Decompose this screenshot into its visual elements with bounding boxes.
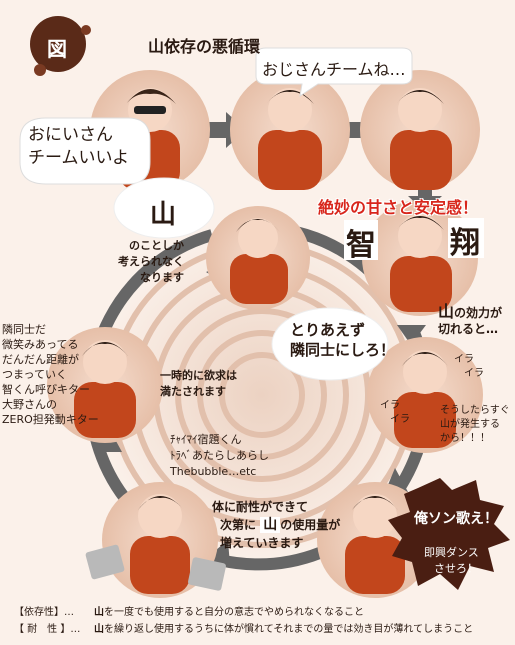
footer-row: 【依存性】… 山を一度でも使用すると自分の意志でやめられなくなること bbox=[14, 604, 473, 621]
ira-label: イラ bbox=[454, 354, 474, 365]
ira-label: イラ bbox=[390, 414, 410, 425]
cause-text: そうしたらすぐ 山が発生する から！！！ bbox=[440, 404, 510, 446]
burst-shape bbox=[388, 478, 510, 590]
cloud-caption: のことしか 考えられなく なります bbox=[96, 238, 184, 286]
person-center bbox=[206, 206, 310, 310]
stamp-right-box bbox=[448, 218, 484, 258]
page-title: 山依存の悪循環 bbox=[148, 33, 260, 57]
footer-definitions: 【依存性】… 山を一度でも使用すると自分の意志でやめられなくなること 【 耐 性 … bbox=[14, 604, 473, 638]
bubble-left-shape bbox=[19, 117, 151, 185]
burst-line-3: させろ！ bbox=[434, 562, 478, 575]
wears-off-line: 切れると… bbox=[438, 322, 499, 336]
cloud-caption-line: 考えられなく bbox=[118, 255, 184, 268]
neighbor-bubble-shape bbox=[271, 307, 389, 381]
tolerance-line: 体に耐性ができて bbox=[212, 500, 309, 514]
tolerance-line: 次第に bbox=[220, 518, 257, 532]
arrow-head-bottom-left bbox=[210, 540, 230, 566]
wears-off-text: 山の効力が 切れると… bbox=[438, 304, 502, 337]
cause-line: そうしたらすぐ bbox=[440, 405, 510, 416]
footer-kanji: 山 bbox=[94, 607, 104, 618]
left-note-line: 微笑みあってる bbox=[2, 338, 79, 351]
burst-line-2: 即興ダンス bbox=[424, 546, 479, 559]
satisfied-line: 一時的に欲求は bbox=[160, 369, 237, 382]
left-note-line: 智くん呼びキター bbox=[2, 383, 90, 396]
person-bottom-left bbox=[85, 482, 226, 598]
header-badge-label: 図 bbox=[47, 37, 67, 61]
list-item: ﾁｬｲﾏｲ宿題くん bbox=[170, 433, 242, 446]
left-note-line: だんだん距離が bbox=[2, 353, 79, 366]
arrow-head-right bbox=[397, 325, 426, 345]
person-2 bbox=[230, 70, 350, 190]
wears-off-kanji: 山 bbox=[438, 302, 455, 321]
title-text: 依存の悪循環 bbox=[164, 37, 261, 56]
left-note-line: つまっていく bbox=[2, 368, 68, 381]
person-bottom-right bbox=[317, 482, 433, 598]
footer-text: を繰り返し使用するうちに体が慣れてそれまでの量では効き目が薄れてしまうこと bbox=[104, 624, 474, 635]
bubble-left-line: おにいさん bbox=[28, 125, 113, 145]
satisfied-line: 満たされます bbox=[160, 385, 226, 398]
cloud-kanji: 山 bbox=[150, 200, 177, 230]
left-notes: 隣同士だ 微笑みあってる だんだん距離が つまっていく 智くん呼びキター 大野さ… bbox=[2, 322, 99, 427]
stamp-left-box bbox=[344, 220, 378, 260]
cloud-shape bbox=[113, 177, 215, 239]
title-kanji: 山 bbox=[148, 37, 165, 56]
bubble-mid-text: おじさんチームね… bbox=[262, 60, 406, 79]
satisfied-text: 一時的に欲求は 満たされます bbox=[160, 368, 237, 400]
footer-label: 【 耐 性 】… bbox=[14, 624, 81, 635]
stamp-left: 智 bbox=[346, 228, 376, 263]
person-right-mid bbox=[367, 337, 483, 453]
tolerance-kanji: 山 bbox=[260, 517, 281, 533]
left-note-line: 隣同士だ bbox=[2, 323, 46, 336]
lower-left-list: ﾁｬｲﾏｲ宿題くん ﾄﾗﾍﾞあたらしあらし Thebubble…etc bbox=[170, 432, 269, 480]
sweet-label: 絶妙の甘さと安定感！ bbox=[318, 198, 479, 217]
left-note-line: ZERO担発動キター bbox=[2, 413, 99, 426]
ira-label: イラ bbox=[380, 400, 400, 411]
stamp-right: 翔 bbox=[450, 226, 480, 261]
list-item: ﾄﾗﾍﾞあたらしあらし bbox=[170, 449, 269, 462]
neighbor-bubble-text: とりあえず 隣同士にしろ！ bbox=[290, 320, 395, 360]
person-left-mid bbox=[47, 327, 163, 443]
cloud-caption-line: なります bbox=[140, 271, 184, 284]
list-item: Thebubble…etc bbox=[170, 465, 257, 478]
neighbor-line: 隣同士にしろ！ bbox=[290, 341, 396, 359]
bubble-left-line: チームいいよ bbox=[28, 148, 130, 168]
footer-label: 【依存性】… bbox=[14, 607, 74, 618]
tolerance-line: の使用量が bbox=[280, 518, 341, 532]
footer-row: 【 耐 性 】… 山を繰り返し使用するうちに体が慣れてそれまでの量では効き目が薄れ… bbox=[14, 621, 473, 638]
cause-line: 山が発生する bbox=[440, 419, 500, 430]
tolerance-text: 体に耐性ができて 次第に 山の使用量が 増えていきます bbox=[212, 498, 340, 552]
tolerance-line: 増えていきます bbox=[220, 536, 304, 550]
wears-off-line: の効力が bbox=[454, 306, 503, 320]
ira-label: イラ bbox=[464, 368, 484, 379]
neighbor-line: とりあえず bbox=[290, 321, 366, 339]
person-3 bbox=[360, 70, 480, 190]
bubble-mid-shape bbox=[255, 47, 413, 98]
bubble-left-text: おにいさん チームいいよ bbox=[28, 124, 129, 170]
header-badge bbox=[30, 16, 91, 76]
left-note-line: 大野さんの bbox=[2, 398, 57, 411]
footer-kanji: 山 bbox=[94, 624, 104, 635]
cause-line: から！！！ bbox=[440, 433, 490, 444]
footer-text: を一度でも使用すると自分の意志でやめられなくなること bbox=[104, 607, 364, 618]
burst-line-1: 俺ソン歌え！ bbox=[414, 511, 498, 527]
cloud-caption-line: のことしか bbox=[129, 239, 184, 252]
